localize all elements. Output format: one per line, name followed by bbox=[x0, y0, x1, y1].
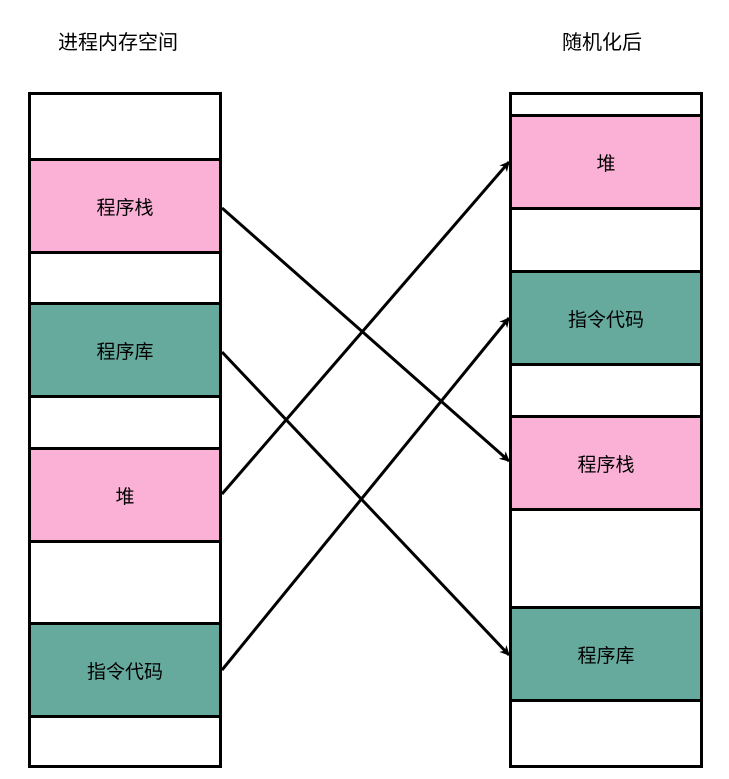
arrow-heap bbox=[220, 161, 511, 495]
process-memory-column: 程序栈 程序库 堆 指令代码 bbox=[28, 92, 222, 768]
right-column-title: 随机化后 bbox=[562, 30, 642, 54]
right-block-stack: 程序栈 bbox=[512, 415, 700, 511]
arrow-code bbox=[220, 317, 511, 671]
right-block-library: 程序库 bbox=[512, 606, 700, 702]
left-block-stack: 程序栈 bbox=[31, 158, 219, 254]
left-column-title: 进程内存空间 bbox=[58, 30, 178, 54]
right-block-heap: 堆 bbox=[512, 114, 700, 210]
arrow-library bbox=[220, 350, 511, 657]
arrow-stack bbox=[221, 206, 510, 463]
left-block-library: 程序库 bbox=[31, 302, 219, 398]
randomized-memory-column: 堆 指令代码 程序栈 程序库 bbox=[509, 92, 703, 768]
left-block-heap: 堆 bbox=[31, 447, 219, 543]
right-block-code: 指令代码 bbox=[512, 270, 700, 366]
left-block-code: 指令代码 bbox=[31, 622, 219, 718]
